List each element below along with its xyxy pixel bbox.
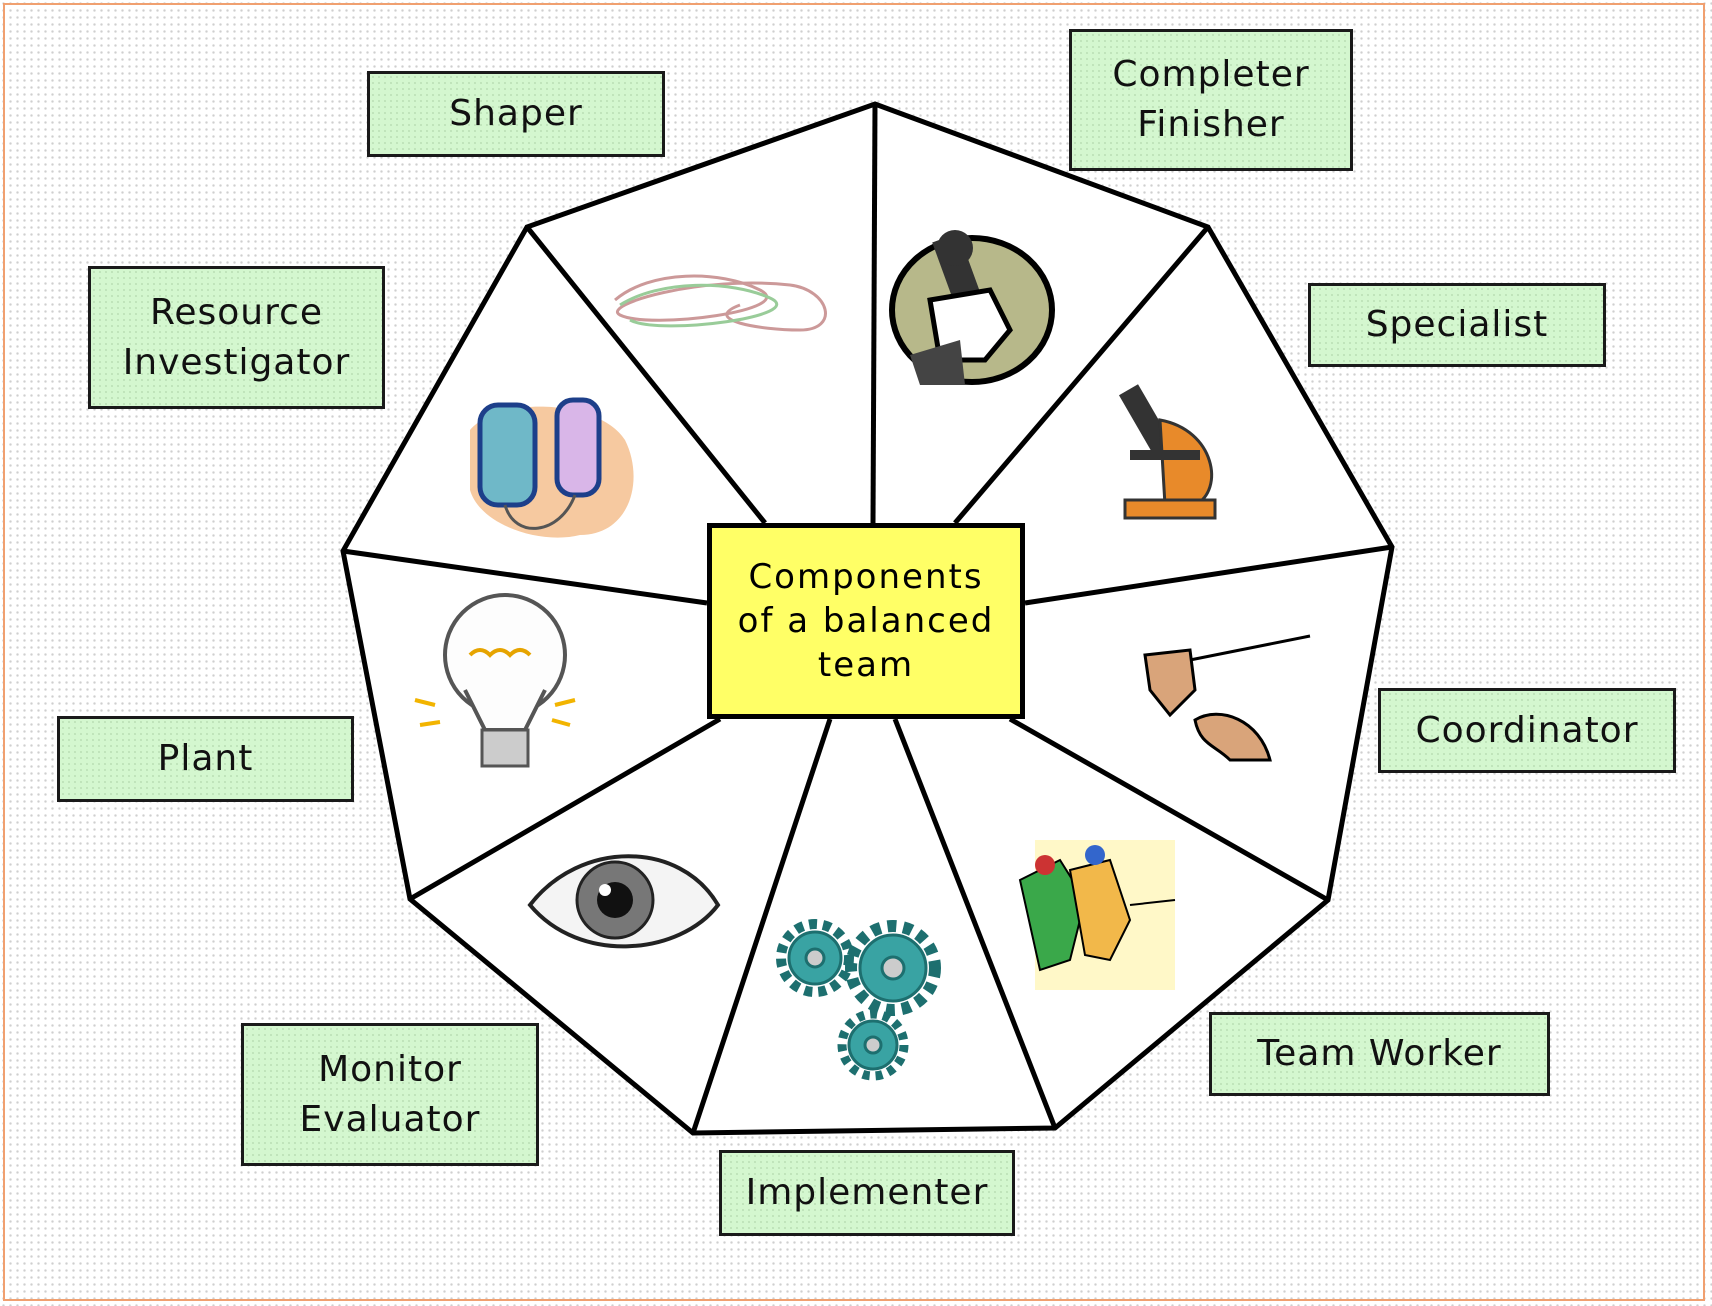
eye-icon (527, 854, 721, 949)
wavy-line-icon (614, 274, 827, 332)
label-coordinator: Coordinator (1378, 688, 1676, 773)
gears-icon (776, 919, 941, 1081)
label-plant: Plant (57, 716, 354, 802)
conductor-hands-icon (1143, 634, 1311, 762)
telephone-icon (470, 397, 634, 538)
label-resource-investigator-line-2: Investigator (122, 341, 351, 383)
center-title-line-1: Components (748, 557, 984, 597)
hand-with-wrench-icon (889, 230, 1055, 385)
label-team-worker: Team Worker (1209, 1012, 1550, 1096)
microscope-icon (1118, 384, 1217, 520)
label-implementer-text: Implementer (745, 1172, 989, 1213)
label-shaper-text: Shaper (449, 93, 583, 134)
label-completer-finisher-line-1: Completer (1112, 54, 1310, 95)
label-specialist-text: Specialist (1365, 304, 1549, 345)
label-implementer: Implementer (719, 1150, 1015, 1236)
wheel-spokes (342, 103, 1393, 1134)
label-specialist: Specialist (1308, 283, 1606, 367)
label-coordinator-text: Coordinator (1415, 709, 1639, 751)
center-title-line-3: team (817, 645, 915, 685)
label-team-worker-text: Team Worker (1257, 1033, 1502, 1074)
label-shaper: Shaper (367, 71, 665, 157)
label-monitor-evaluator-line-1: Monitor (318, 1048, 462, 1090)
label-plant-text: Plant (157, 738, 254, 779)
label-resource-investigator: Resource Investigator (88, 266, 385, 409)
label-monitor-evaluator-line-2: Evaluator (299, 1098, 481, 1140)
light-bulb-icon (414, 593, 576, 768)
center-title-line-2: of a balanced (737, 601, 995, 641)
label-resource-investigator-line-1: Resource (149, 291, 324, 333)
label-completer-finisher-line-2: Finisher (1137, 104, 1285, 145)
diagram-frame (3, 3, 1705, 1301)
label-completer-finisher: Completer Finisher (1069, 29, 1353, 171)
team-workers-icon (1018, 840, 1176, 990)
label-monitor-evaluator: Monitor Evaluator (241, 1023, 539, 1166)
center-title-box: Components of a balanced team (707, 523, 1025, 719)
